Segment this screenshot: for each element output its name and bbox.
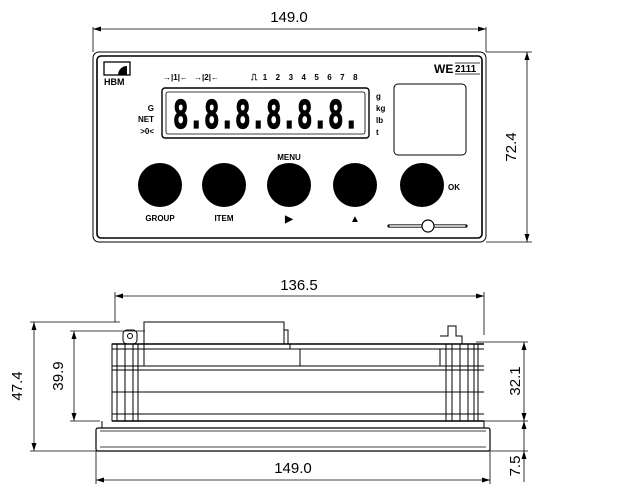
panel-thickness-label: 7.5 [507, 456, 524, 477]
range-mark-2: →|2|← [194, 73, 219, 82]
side-total-height-label: 47.4 [9, 371, 26, 400]
hbm-brand-text: HBM [104, 77, 125, 87]
front-panel-plate [95, 427, 491, 452]
gross-net-button[interactable]: G/N [267, 163, 311, 207]
right-arrow-label: ▶ [284, 214, 294, 225]
front-panel-inner [96, 55, 483, 239]
channel-number-8: 8 [353, 73, 358, 82]
housing-body [101, 321, 485, 428]
weight-display-digits: 8.8.8.8.8.8. [173, 93, 359, 137]
side-body-height-label: 39.9 [50, 361, 67, 390]
unit-lb: lb [376, 116, 383, 125]
indicator-zero: >0< [140, 127, 154, 136]
front-height-label: 72.4 [503, 132, 520, 161]
up-arrow-label: ▲ [350, 214, 360, 225]
function-button-symbol: f [418, 173, 428, 198]
unit-kg: kg [376, 104, 385, 113]
channel-prefix-icon: ⎍ [251, 72, 258, 82]
range-mark-1: →|1|← [163, 73, 188, 82]
function-button[interactable]: f [400, 163, 444, 207]
weight-display-outer [161, 87, 370, 139]
channel-number-3: 3 [289, 73, 294, 82]
print-button[interactable]: ◎ [333, 163, 377, 207]
tare-button-label: ITEM [214, 214, 233, 223]
print-button-symbol: ◎ [346, 175, 363, 197]
model-number: 2111 [455, 64, 477, 75]
indicator-g: G [148, 104, 154, 113]
weight-display-inner [165, 91, 366, 135]
hbm-logo: HBM [103, 61, 131, 87]
menu-label: MENU [277, 153, 301, 162]
side-inner-width-label: 136.5 [280, 277, 318, 294]
channel-number-2: 2 [276, 73, 281, 82]
front-panel-outer [92, 51, 487, 243]
label-window [393, 83, 467, 156]
indicator-net: NET [138, 115, 154, 124]
unit-g: g [376, 92, 381, 101]
channel-number-4: 4 [301, 73, 306, 82]
side-bottom-width-label: 149.0 [274, 460, 312, 477]
model-prefix: WE [434, 62, 453, 76]
ok-label: OK [448, 183, 460, 192]
zero-button-label: GROUP [145, 214, 175, 223]
zero-button-symbol: →0← [142, 177, 178, 196]
zero-button[interactable]: →0← [138, 163, 182, 207]
gross-net-button-symbol: G/N [273, 177, 305, 196]
channel-number-6: 6 [327, 73, 332, 82]
side-view: 136.5 47.4 39.9 32.1 7.5 149.0 [9, 277, 528, 484]
tare-button-symbol: →T← [206, 177, 242, 196]
slider-icon [387, 219, 468, 233]
side-right-height-label: 32.1 [507, 366, 524, 395]
channel-number-7: 7 [340, 73, 345, 82]
tare-button[interactable]: →T← [202, 163, 246, 207]
channel-number-1: 1 [263, 73, 268, 82]
unit-t: t [376, 128, 379, 137]
front-width-label: 149.0 [270, 9, 308, 26]
channel-number-5: 5 [314, 73, 319, 82]
